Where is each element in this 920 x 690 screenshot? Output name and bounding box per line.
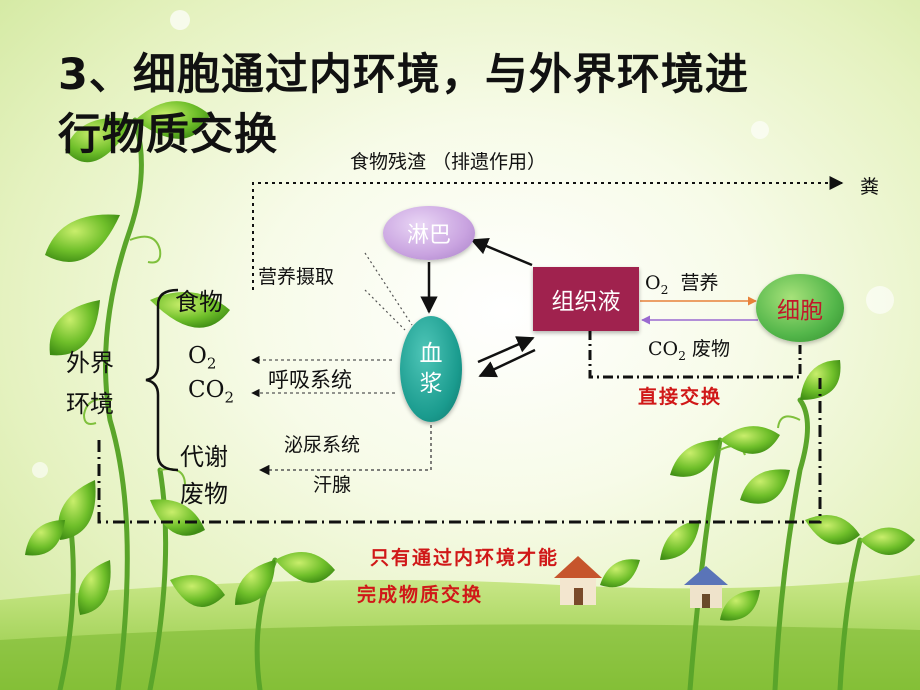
conclusion-line-2: 完成物质交换 (357, 584, 484, 606)
plasma-node: 血 浆 (400, 316, 462, 422)
excretion-arrow (252, 176, 844, 290)
slide-title-line-2: 行物质交换 (58, 110, 278, 160)
tissue-fluid-box: 组织液 (533, 267, 639, 331)
outer-env-label-line-1: 外界 (66, 349, 114, 377)
feces-label: 粪 (860, 176, 880, 198)
slide-title-line-1: 3、细胞通过内环境，与外界环境进 (58, 50, 749, 100)
co2-left-label: CO2 (188, 377, 234, 407)
metabolic-waste-label-line-2: 废物 (180, 480, 228, 508)
co2-waste-label: CO2 废物 (648, 338, 731, 363)
tissue-to-lymph-arrow (470, 237, 533, 267)
cell-node: 细胞 (756, 274, 844, 342)
direct-exchange-label: 直接交换 (638, 386, 723, 408)
lymph-node: 淋巴 (383, 206, 475, 260)
brace (145, 288, 179, 472)
o2-nutrient-label: O2 营养 (645, 272, 719, 297)
food-label: 食物 (175, 288, 223, 316)
sweat-gland-label: 汗腺 (313, 474, 352, 496)
tissue-fluid-label: 组织液 (551, 289, 621, 315)
internal-environment-boundary (97, 378, 822, 524)
outer-env-label-line-2: 环境 (66, 390, 114, 418)
leaf-vine-decoration (57, 117, 863, 690)
o2-left-label: O2 (188, 343, 217, 373)
respiratory-system-label: 呼吸系统 (268, 368, 352, 392)
lymph-label: 淋巴 (406, 223, 451, 248)
nutrient-intake-label: 营养摄取 (258, 266, 335, 288)
metabolic-waste-label-line-1: 代谢 (180, 443, 228, 471)
house-decoration (554, 556, 728, 608)
urinary-system-label: 泌尿系统 (284, 434, 361, 456)
excretion-label: 食物残渣 （排遗作用） (350, 151, 547, 173)
plasma-label-line-2: 浆 (419, 371, 443, 397)
cell-label: 细胞 (777, 298, 823, 324)
conclusion-line-1: 只有通过内环境才能 (370, 547, 560, 569)
plasma-label-line-1: 血 (419, 341, 443, 367)
